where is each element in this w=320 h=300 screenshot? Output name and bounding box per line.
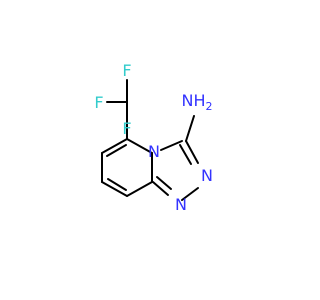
- bond-pyridine-bottom-right: [126, 181, 153, 197]
- bridge-nitrogen-label: N: [148, 142, 160, 161]
- bond-bottom-nitrogen-to-ring: [152, 181, 169, 196]
- bond-amine-carbon-to-amine: [185, 115, 195, 142]
- fluorine-top-label: F: [122, 61, 131, 80]
- bond-pyridine-bottom-left: [101, 181, 128, 197]
- amine-symbol: NH: [182, 91, 206, 110]
- atom-labels: F F F NH2 N N N: [94, 61, 213, 214]
- bond-pyridine-top-left-inner: [106, 144, 127, 157]
- triazole-right-nitrogen-label: N: [201, 166, 213, 185]
- triazole-bottom-nitrogen-label: N: [175, 195, 187, 214]
- bond-pyridine-top-right: [126, 138, 153, 154]
- background: [0, 0, 300, 300]
- structure-canvas: F F F NH2 N N N: [0, 0, 300, 300]
- bonds: [101, 79, 199, 201]
- bond-amine-carbon-to-right-nitrogen-inner: [179, 144, 192, 165]
- fluorine-bottom-label: F: [122, 119, 131, 138]
- amine-hydrogen-count: 2: [206, 100, 213, 113]
- bond-bottom-nitrogen-to-ring-inner: [156, 176, 172, 190]
- fluorine-left-label: F: [94, 93, 103, 112]
- bond-pyridine-top-left: [101, 138, 128, 154]
- bond-pyridine-bottom-left-inner: [107, 178, 127, 191]
- bond-amine-carbon-to-right-nitrogen: [185, 140, 199, 164]
- bond-nitrogen-nitrogen: [181, 187, 199, 201]
- bond-bridge-nitrogen-to-amine-carbon: [160, 140, 183, 151]
- amine-label: NH2: [182, 91, 213, 113]
